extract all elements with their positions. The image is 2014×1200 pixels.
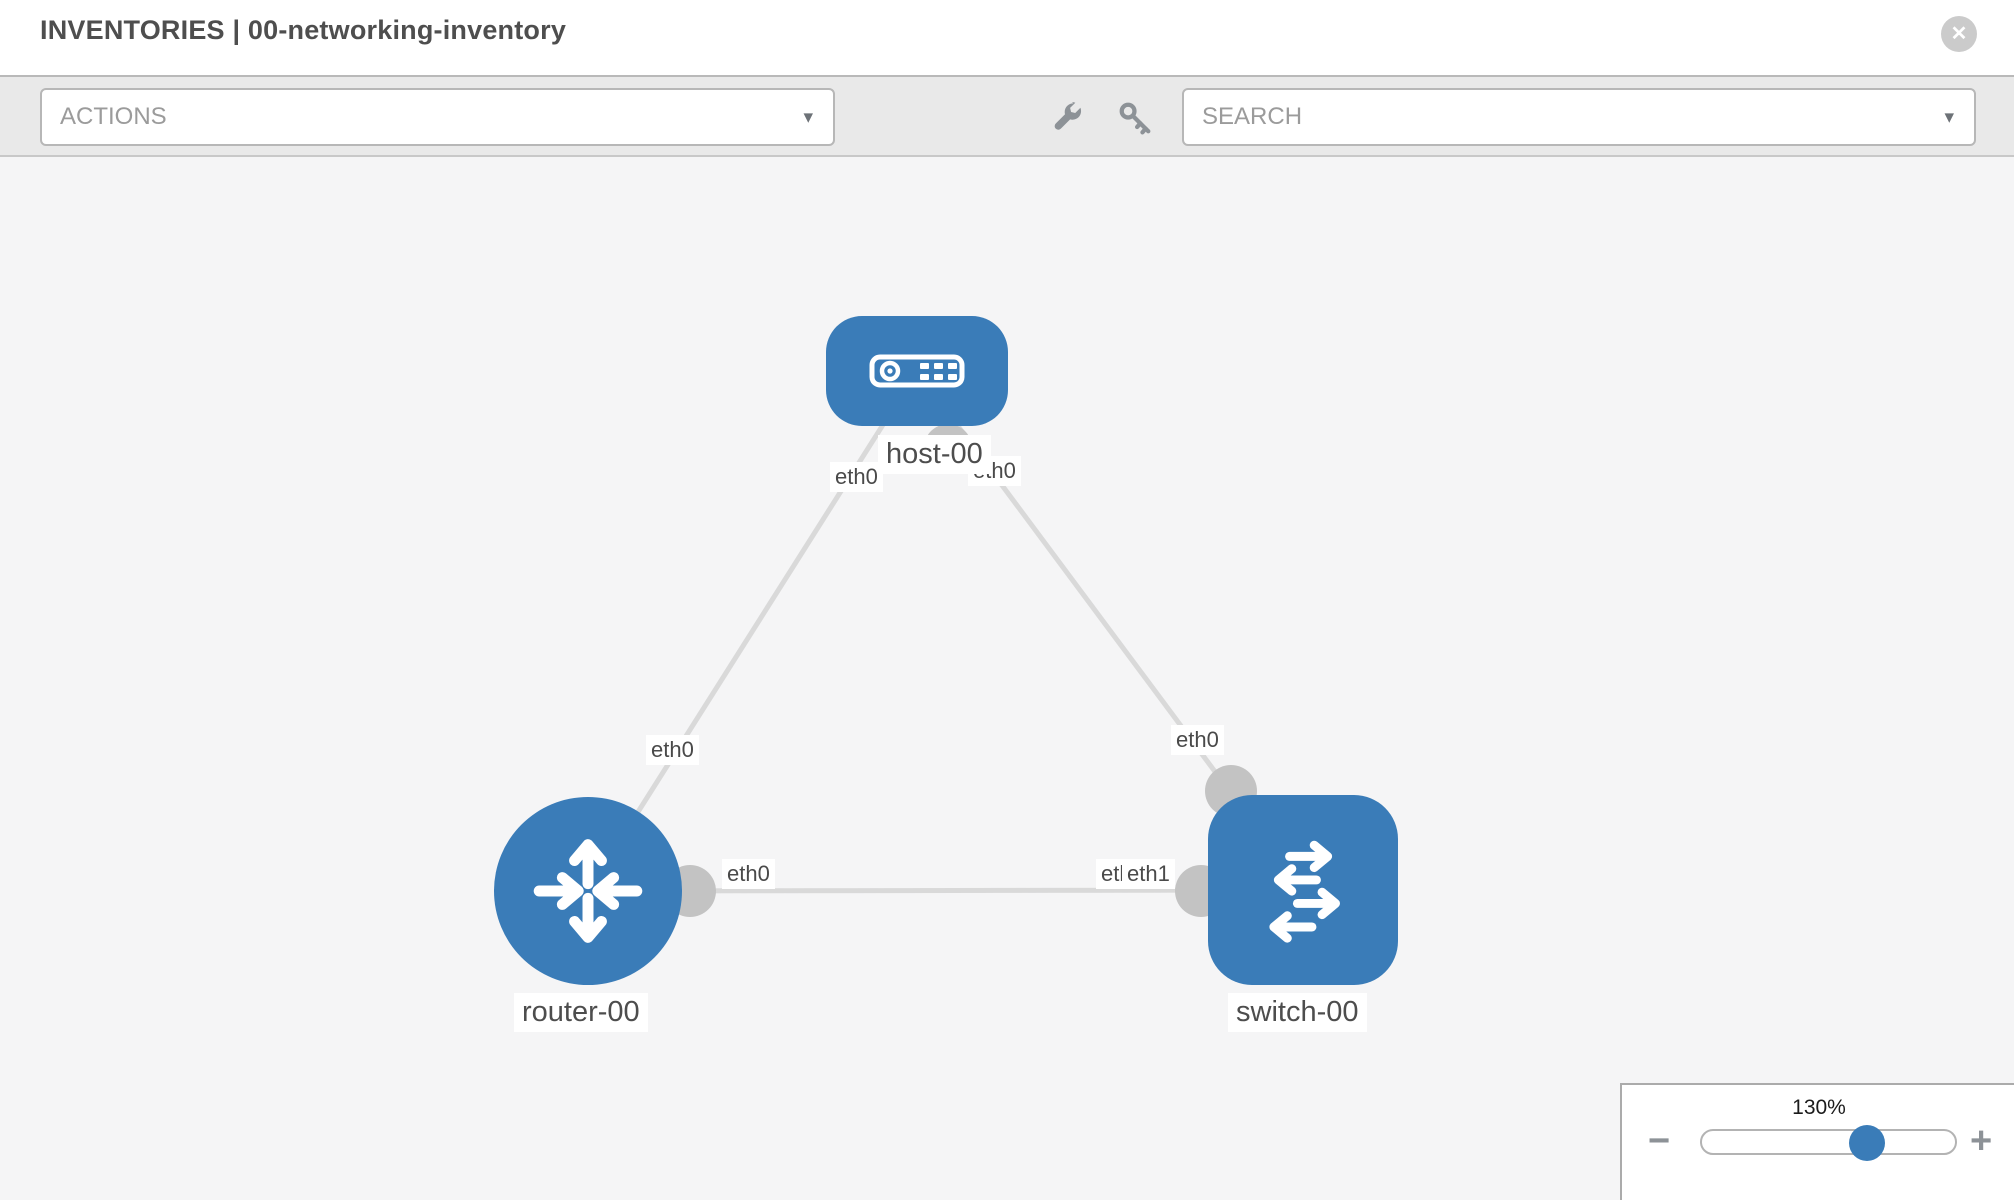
node-label-switch[interactable]: switch-00 [1228, 993, 1367, 1032]
topology-links-layer [585, 369, 1306, 917]
zoom-slider-handle[interactable] [1849, 1125, 1885, 1161]
actions-dropdown-label: ACTIONS [60, 103, 167, 130]
close-icon[interactable]: ✕ [1941, 16, 1977, 52]
node-switch-00[interactable] [1208, 795, 1398, 985]
interface-label-router-eth0-switch-link: eth0 [722, 859, 775, 889]
interface-label-switch-eth0-host-link: eth0 [1171, 725, 1224, 755]
zoom-slider-track[interactable] [1700, 1129, 1957, 1155]
interface-dots [664, 424, 1257, 917]
chevron-down-icon: ▾ [803, 107, 813, 128]
interface-label-host-eth0-router-side: eth0 [830, 462, 883, 492]
wrench-icon[interactable] [1051, 101, 1085, 135]
router-icon [533, 839, 643, 943]
toolbar: ACTIONS ▾ SEARCH ▾ [0, 75, 2014, 157]
search-input[interactable]: SEARCH ▾ [1182, 88, 1976, 146]
interface-label-switch-eth1: eth1 [1122, 859, 1175, 889]
topology-canvas[interactable]: host-00 router-00 switch-00 eth0 eth0 et… [0, 157, 2014, 1200]
chevron-down-icon: ▾ [1944, 107, 1954, 128]
node-label-router[interactable]: router-00 [514, 993, 648, 1032]
actions-dropdown[interactable]: ACTIONS ▾ [40, 88, 835, 146]
switch-icon [1269, 840, 1340, 943]
key-icon[interactable] [1118, 101, 1152, 135]
zoom-out-button[interactable]: − [1648, 1120, 1671, 1162]
search-placeholder: SEARCH [1202, 103, 1303, 130]
interface-label-router-eth0-host-link: eth0 [646, 735, 699, 765]
node-label-host[interactable]: host-00 [878, 435, 991, 474]
node-host-00[interactable] [826, 316, 1008, 426]
zoom-in-button[interactable]: + [1970, 1120, 1993, 1162]
header-bar: INVENTORIES | 00-networking-inventory ✕ [0, 0, 2014, 75]
host-icon [869, 354, 965, 388]
page-title: INVENTORIES | 00-networking-inventory [40, 15, 567, 45]
zoom-control-panel: 130% − + [1620, 1083, 2014, 1200]
link-host-router[interactable] [585, 369, 920, 893]
node-router-00[interactable] [494, 797, 682, 985]
zoom-percent-value: 130% [1792, 1096, 1846, 1119]
